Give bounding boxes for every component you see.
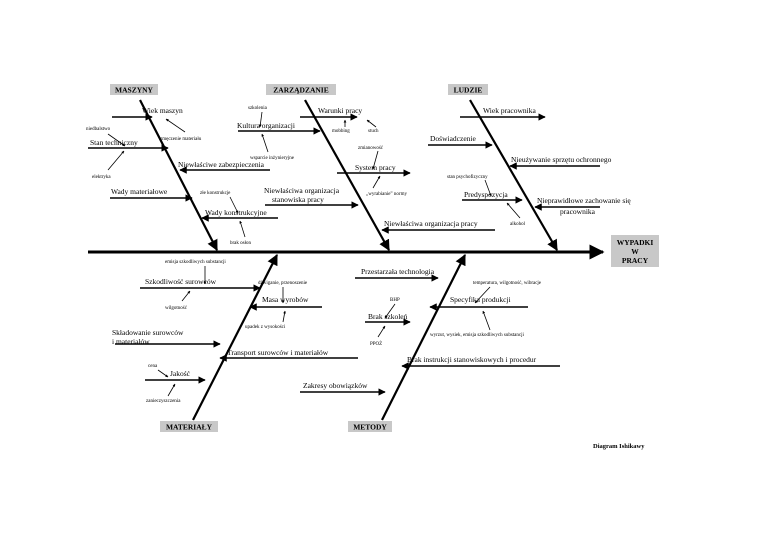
- labels-metody: Przestarzała technologia temperatura, wi…: [303, 267, 542, 390]
- cause-label: Brak szkoleń: [368, 312, 408, 321]
- diagram-caption: Diagram Ishikawy: [593, 443, 645, 450]
- cause-label: System pracy: [355, 163, 396, 172]
- cause-label: Zakresy obowiązków: [303, 381, 368, 390]
- labels-materialy: emisja szkodliwych substancji Szkodliwoś…: [112, 260, 329, 404]
- sub-cause-label: mobbing: [332, 129, 350, 134]
- sub-cause-label: upadek z wysokości: [245, 325, 286, 330]
- effect-line-3: PRACY: [622, 256, 649, 265]
- effect-box: WYPADKI W PRACY: [611, 235, 659, 267]
- sub-cause-label: niedbalstwo: [86, 127, 111, 132]
- labels-zarzadzanie: szkolenia Kultura organizacji wsparcie i…: [237, 106, 478, 228]
- sub-cause-label: zmianowość: [358, 146, 384, 151]
- bone-metody: [381, 254, 466, 421]
- cause-label: i materiałów: [112, 337, 150, 346]
- cause-label: Warunki pracy: [318, 106, 362, 115]
- cause-label: pracownika: [560, 207, 596, 216]
- header-materialy: MATERIAŁY: [166, 423, 213, 432]
- cause-label: Niewłaściwa organizacja pracy: [384, 219, 478, 228]
- sub-cause-arrows: [107, 111, 521, 397]
- cause-arrows: [88, 113, 600, 396]
- cause-label: Specyfika produkcji: [450, 295, 511, 304]
- cause-label: Składowanie surowców: [112, 328, 184, 337]
- header-ludzie: LUDZIE: [454, 86, 483, 95]
- cause-label: Nieużywanie sprzętu ochronnego: [511, 155, 612, 164]
- sub-cause-label: BHP: [390, 298, 400, 303]
- sub-cause-label: elektryka: [92, 175, 111, 180]
- sub-cause-label: „wyrabianie” normy: [366, 192, 407, 197]
- cause-label: Niewłaściwe zabezpieczenia: [178, 160, 265, 169]
- cause-label: Przestarzała technologia: [361, 267, 435, 276]
- cause-label: Wiek pracownika: [483, 106, 536, 115]
- labels-ludzie: Wiek pracownika Doświadczenie Nieużywani…: [430, 106, 631, 227]
- sub-cause-label: PPOŻ: [370, 341, 382, 347]
- header-zarzadzanie: ZARZĄDZANIE: [273, 86, 328, 95]
- sub-cause-label: cena: [148, 364, 158, 369]
- sub-cause-label: złe konstrukcje: [200, 191, 231, 196]
- cause-label: Nieprawidłowe zachowanie się: [537, 196, 631, 205]
- cause-label: Jakość: [170, 369, 191, 378]
- sub-cause-label: brak osłon: [230, 241, 251, 246]
- sub-cause-label: emisja szkodliwych substancji: [165, 260, 226, 265]
- labels-maszyny: Wiek maszyn zmęczenie materiału niedbals…: [86, 106, 267, 246]
- sub-cause-label: szkolenia: [248, 106, 268, 111]
- cause-label: Kultura organizacji: [237, 121, 295, 130]
- sub-cause-label: wyrzut, wysiek, emisja szkodliwych subst…: [430, 333, 524, 338]
- bone-maszyny: [139, 99, 218, 251]
- cause-label: Brak instrukcji stanowiskowych i procedu…: [407, 355, 537, 364]
- sub-cause-label: temperatura, wilgotność, wibracje: [473, 281, 542, 286]
- cause-label: Wady konstrukcyjne: [205, 208, 267, 217]
- effect-line-2: W: [631, 247, 639, 256]
- sub-cause-label: wilgotność: [165, 306, 188, 311]
- cause-label: stanowiska pracy: [272, 195, 324, 204]
- cause-label: Niewłaściwa organizacja: [264, 186, 340, 195]
- bone-ludzie: [469, 99, 558, 251]
- sub-cause-label: zanieczyszczenia: [146, 399, 181, 404]
- sub-cause-label: wsparcie inżynieryjne: [250, 156, 295, 161]
- cause-label: Transport surowców i materiałów: [227, 348, 329, 357]
- cause-label: Masa wyrobów: [262, 295, 309, 304]
- cause-label: Predyspozycja: [464, 190, 508, 199]
- bone-zarzadzanie: [304, 99, 390, 251]
- cause-label: Szkodliwość surowców: [145, 277, 217, 286]
- header-metody: METODY: [353, 423, 387, 432]
- sub-cause-label: stan psychofizyczny: [447, 175, 488, 180]
- bone-materialy: [192, 254, 278, 421]
- cause-label: Stan techniczny: [90, 138, 138, 147]
- sub-cause-label: dźwiganie, przenoszenie: [258, 281, 308, 286]
- sub-cause-label: stuch: [368, 129, 379, 134]
- cause-label: Doświadczenie: [430, 134, 476, 143]
- header-maszyny: MASZYNY: [115, 86, 154, 95]
- cause-label: Wiek maszyn: [142, 106, 183, 115]
- sub-cause-label: zmęczenie materiału: [160, 137, 202, 142]
- cause-label: Wady materiałowe: [111, 187, 168, 196]
- sub-cause-label: alkohol: [510, 222, 526, 227]
- category-headers: MASZYNY ZARZĄDZANIE LUDZIE MATERIAŁY MET…: [110, 84, 488, 432]
- effect-line-1: WYPADKI: [617, 238, 654, 247]
- main-bones: [139, 99, 558, 421]
